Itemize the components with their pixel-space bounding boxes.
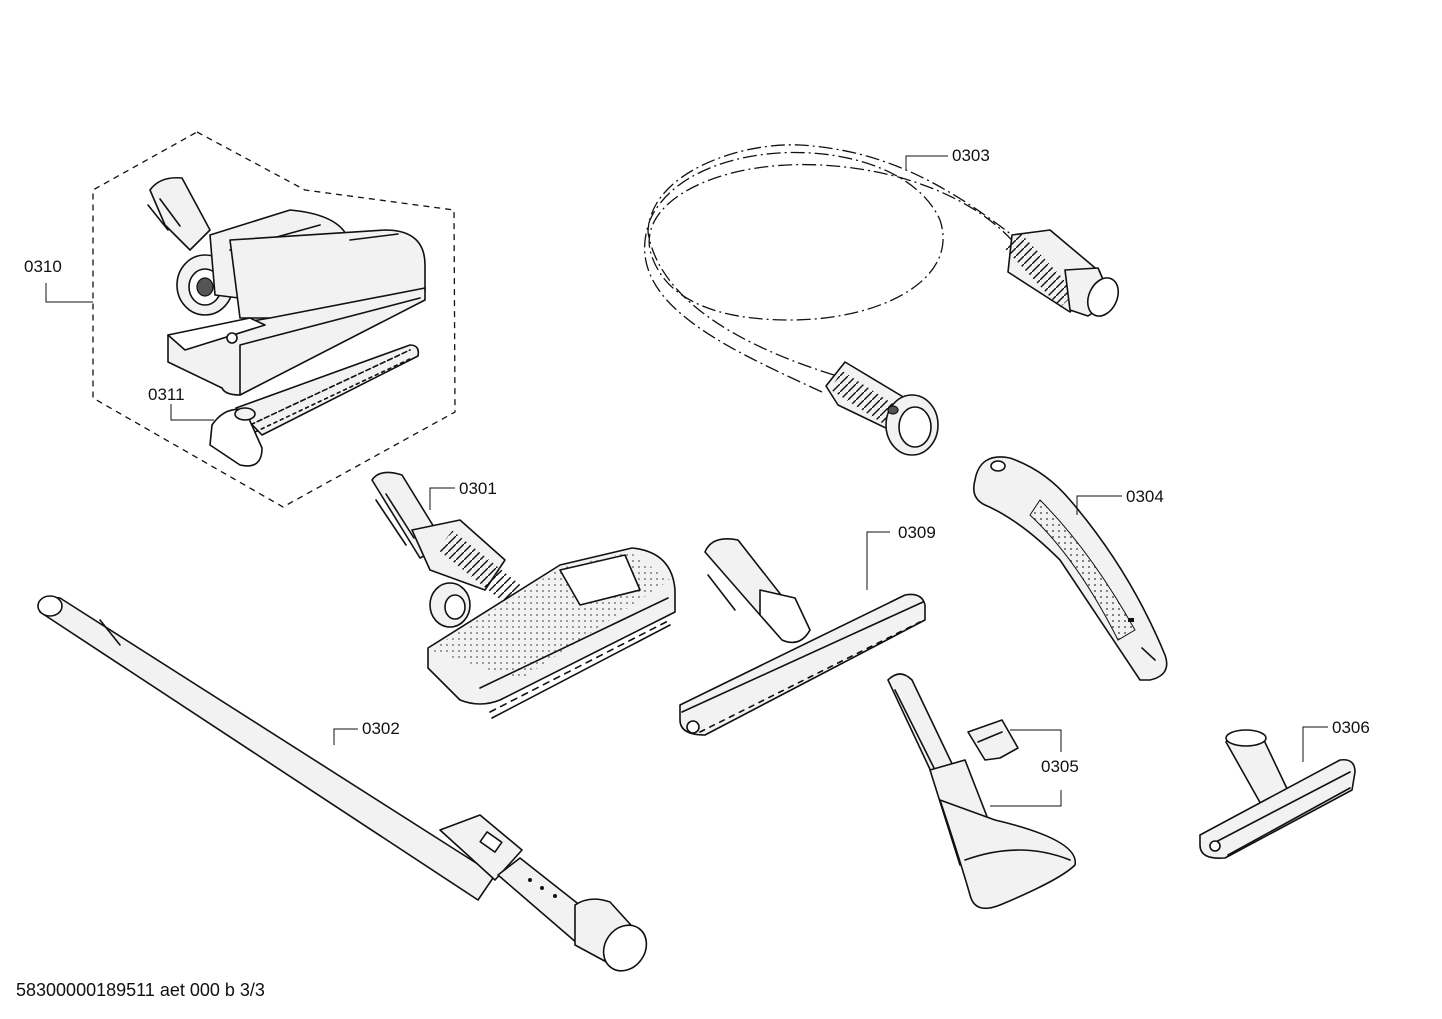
floor-nozzle-illustration bbox=[371, 471, 676, 719]
brush-roller-illustration bbox=[209, 344, 420, 467]
handle-grip-illustration bbox=[972, 456, 1168, 681]
telescopic-tube-illustration bbox=[37, 595, 648, 972]
assembly-dashed-boundary bbox=[92, 131, 456, 508]
tool-clip-illustration bbox=[967, 719, 1019, 761]
callout-label-0302: 0302 bbox=[362, 719, 400, 738]
crevice-tool-illustration bbox=[887, 673, 1076, 910]
upholstery-nozzle-group: 0306 bbox=[1199, 718, 1370, 860]
callout-label-0310: 0310 bbox=[24, 257, 62, 276]
handle-grip-group: 0304 bbox=[972, 456, 1168, 681]
callout-label-0304: 0304 bbox=[1126, 487, 1164, 506]
telescopic-tube-group: 0302 bbox=[37, 595, 648, 972]
hose-handle-end-illustration bbox=[825, 361, 939, 456]
callout-label-0303: 0303 bbox=[952, 146, 990, 165]
callout-label-0309: 0309 bbox=[898, 523, 936, 542]
hose-dashdot-outline bbox=[643, 152, 1021, 393]
floor-nozzle-group: 0301 bbox=[371, 471, 676, 719]
crevice-tool-group: 0305 bbox=[887, 673, 1079, 910]
callout-label-0301: 0301 bbox=[459, 479, 497, 498]
document-code: 58300000189511 aet 000 b 3/3 bbox=[16, 980, 265, 1000]
parquet-nozzle-group: 0309 bbox=[679, 523, 936, 736]
callout-label-0306: 0306 bbox=[1332, 718, 1370, 737]
callout-label-0311: 0311 bbox=[148, 385, 185, 404]
turbo-brush-head-illustration bbox=[147, 176, 426, 396]
parquet-nozzle-illustration bbox=[679, 538, 926, 736]
upholstery-nozzle-illustration bbox=[1199, 729, 1356, 860]
callout-label-0305: 0305 bbox=[1041, 757, 1079, 776]
hose-swivel-end-illustration bbox=[1003, 229, 1120, 317]
suction-hose-group: 0303 bbox=[643, 144, 1120, 456]
turbo-brush-assembly-group: 0310 0311 bbox=[24, 131, 456, 508]
